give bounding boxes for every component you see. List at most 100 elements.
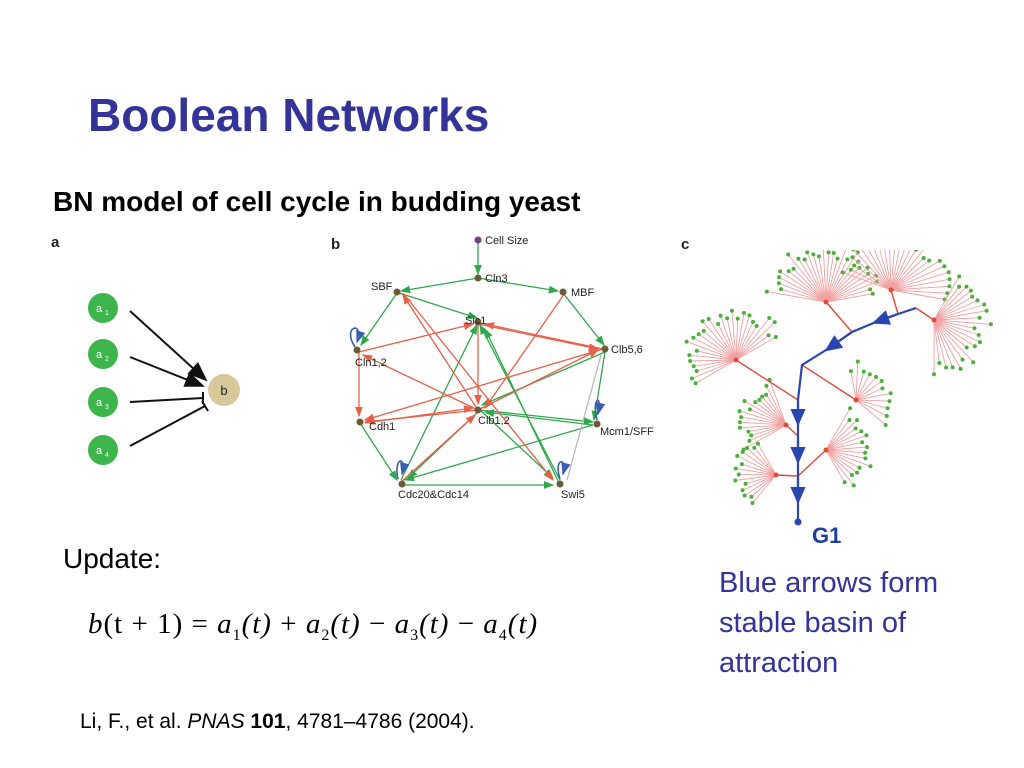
transient-state-dot [870, 291, 875, 296]
transient-state-dot [739, 415, 744, 420]
eq-term-1-arg: (t) [241, 608, 272, 640]
fan-edge [933, 304, 985, 321]
fan-edge [761, 396, 787, 426]
edge-a2-b [129, 356, 205, 387]
fan-edge [879, 250, 892, 291]
trunk-edge [915, 307, 935, 321]
transient-state-dot [857, 266, 862, 270]
fan-edge [741, 463, 777, 476]
caption-line-3: attraction [719, 647, 839, 679]
eq-lhs-fn: b [88, 608, 104, 640]
fan-edge [825, 419, 858, 451]
fan-edge [890, 289, 945, 300]
transient-state-dot [958, 366, 963, 371]
activation-edges [359, 242, 606, 489]
transient-state-dot [694, 369, 699, 373]
transient-state-dot [738, 420, 742, 425]
transient-state-dot [745, 446, 750, 450]
label-cln12: Cln1,2 [355, 357, 387, 369]
fan-edge [890, 278, 950, 291]
inhibit-bar-a4 [201, 400, 209, 412]
transient-state-dot [855, 418, 859, 423]
label-cdc20: Cdc20&Cdc14 [398, 489, 469, 501]
fan-edge [737, 455, 777, 476]
fan-edge [825, 258, 838, 303]
label-clb56: Clb5,6 [611, 344, 643, 356]
fan-edge [890, 260, 930, 291]
transient-state-dot [849, 473, 854, 477]
fan-edge [861, 250, 892, 291]
trunk-edge [801, 364, 857, 401]
fan-edge [933, 286, 967, 321]
slide-subtitle: BN model of cell cycle in budding yeast [53, 186, 581, 217]
transient-state-dot [733, 478, 738, 483]
eq-term-4-base: a [483, 608, 499, 640]
fan-edge [933, 319, 940, 364]
fan-edge [744, 400, 787, 426]
fan-edge [806, 252, 827, 303]
fan-edge [825, 446, 868, 451]
transient-state-dot [831, 251, 836, 255]
transient-state-dot [982, 302, 987, 307]
fan-edge [933, 296, 973, 321]
label-mcm1: Mcm1/SFF [600, 426, 654, 438]
trunk-edge [890, 289, 899, 315]
transient-state-dot [737, 425, 742, 430]
fan-edge [696, 359, 737, 372]
transient-state-dot [746, 429, 751, 434]
transient-state-dot [742, 493, 747, 498]
transient-state-dot [879, 379, 884, 383]
eq-term-3-base: a [394, 608, 411, 640]
transient-state-dot [947, 277, 952, 282]
fan-edge [825, 275, 877, 303]
label-cell-size: Cell Size [485, 235, 528, 247]
edge-a3-b [129, 397, 204, 403]
transient-state-dot [752, 445, 757, 450]
fan-edge [825, 449, 866, 454]
fan-edge [825, 441, 863, 451]
fan-edge [890, 250, 895, 291]
trunk-edge [775, 474, 799, 477]
transient-state-dot [816, 254, 821, 259]
fan-edge [855, 376, 877, 401]
fan-edge [890, 250, 911, 291]
edge-a1-b [129, 310, 208, 382]
panel-a-letter: a [51, 234, 60, 251]
transient-state-dot [851, 483, 856, 488]
transient-state-dot [811, 252, 816, 257]
transient-state-dot [700, 319, 705, 324]
label-cdh1: Cdh1 [369, 421, 395, 433]
transient-state-dot [842, 480, 847, 485]
fan-edge [766, 291, 827, 303]
slide-title: Boolean Networks [88, 89, 490, 141]
fan-edge [744, 474, 777, 496]
transient-state-dot [756, 441, 760, 446]
eq-term-4-sub: 4 [498, 626, 508, 644]
fan-edge [695, 359, 737, 384]
fan-edge [749, 408, 787, 426]
transient-state-dot [957, 284, 962, 289]
panel-c-letter: c [681, 236, 690, 253]
fan-edge [890, 260, 941, 291]
fan-edge [739, 424, 787, 429]
citation-journal: PNAS [187, 710, 245, 733]
transient-state-dot [970, 294, 975, 299]
transient-state-dot [857, 465, 862, 470]
transient-state-dot [742, 310, 746, 315]
transient-state-dot [739, 462, 744, 467]
fan-edge [853, 250, 892, 291]
fan-edge [703, 330, 737, 361]
input-node-a4: a 4 [88, 435, 118, 465]
fan-edge [890, 271, 949, 291]
transient-state-dot [753, 400, 758, 405]
transient-state-dot [766, 333, 771, 338]
fan-edge [798, 258, 827, 303]
transient-state-dot [767, 316, 772, 320]
node-clb56 [601, 345, 609, 353]
fan-edge [825, 449, 845, 483]
fan-edge [855, 380, 882, 401]
input-node-a1: a 1 [88, 293, 118, 323]
fan-edge [822, 250, 827, 303]
update-label: Update: [63, 543, 162, 574]
fan-edge [855, 399, 888, 409]
